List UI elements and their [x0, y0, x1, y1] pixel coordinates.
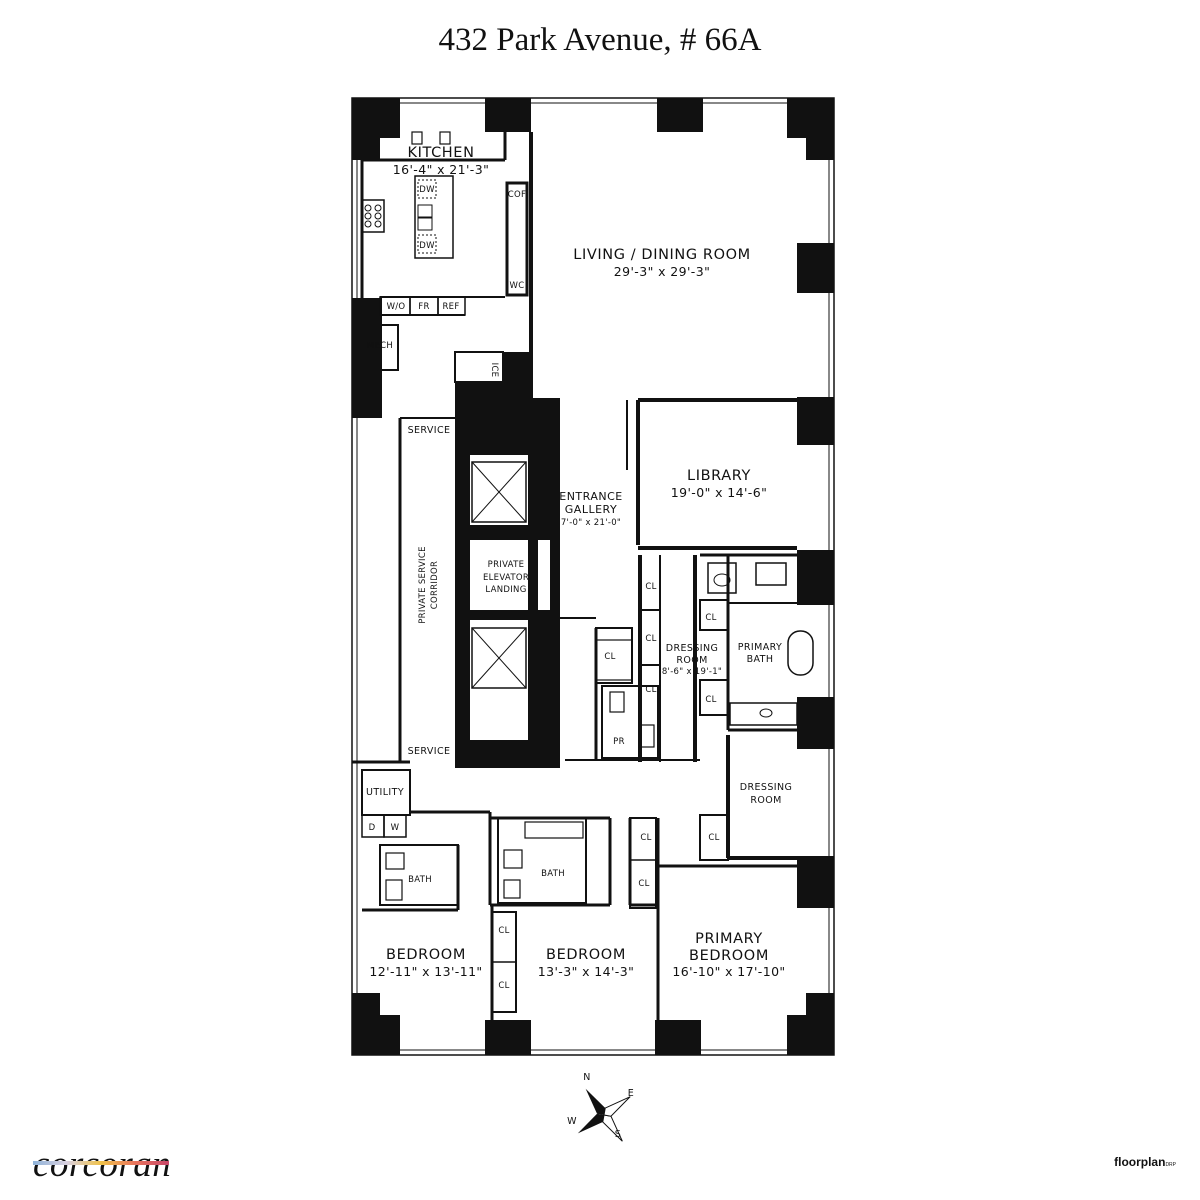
bedroom-1-dimensions: 12'-11" x 13'-11": [369, 964, 482, 979]
living-dining-label: LIVING / DINING ROOM: [573, 247, 750, 263]
powder-room-label: PR: [613, 737, 625, 747]
service-corridor-label-1: PRIVATE SERVICE: [418, 546, 428, 624]
ice-label: ICE: [489, 363, 499, 378]
washer-label: W: [391, 823, 400, 833]
living-dining-dimensions: 29'-3" x 29'-3": [614, 264, 710, 279]
brand-logo-underline: [33, 1161, 169, 1165]
primary-bedroom-label-1: PRIMARY: [695, 931, 763, 947]
primary-bedroom-dimensions: 16'-10" x 17'-10": [672, 964, 785, 979]
primary-bath-label-1: PRIMARY: [738, 642, 782, 653]
dishwasher-label: DW: [419, 241, 435, 251]
closet-label: CL: [498, 926, 509, 936]
closet-label: CL: [638, 879, 649, 889]
closet-label: CL: [645, 634, 656, 644]
closet-label: CL: [645, 685, 656, 695]
compass-south: S: [615, 1129, 621, 1140]
bedroom-1-label: BEDROOM: [386, 947, 466, 963]
closet-label: CL: [645, 582, 656, 592]
dressing-room-2-label-2: ROOM: [750, 795, 781, 806]
bedroom-2-dimensions: 13'-3" x 14'-3": [538, 964, 634, 979]
floorplan-credit: floorplanDRP: [1114, 1155, 1176, 1169]
entrance-gallery-label-2: GALLERY: [565, 503, 617, 516]
structural-columns: [352, 98, 834, 1055]
closet-label: CL: [708, 833, 719, 843]
compass-west: W: [567, 1116, 577, 1127]
dressing-room-2-label-1: DRESSING: [740, 782, 792, 793]
freezer-label: FR: [418, 302, 429, 312]
closet-label: CL: [604, 652, 615, 662]
closet-label: CL: [640, 833, 651, 843]
library-label: LIBRARY: [687, 468, 751, 484]
refrigerator-label: REF: [442, 302, 459, 312]
coffee-label: COF: [508, 190, 526, 200]
listing-title: 432 Park Avenue, # 66A: [438, 22, 762, 58]
utility-label: UTILITY: [366, 787, 404, 798]
compass-rose: [577, 1088, 631, 1142]
service-label-bottom: SERVICE: [408, 746, 451, 757]
kitchen-dimensions: 16'-4" x 21'-3": [393, 162, 489, 177]
closet-label: CL: [705, 695, 716, 705]
dishwasher-label: DW: [419, 185, 435, 195]
elevator-landing-label-1: PRIVATE: [488, 560, 525, 570]
entrance-gallery-label-1: ENTRANCE: [559, 490, 622, 503]
bath-1-label: BATH: [408, 875, 432, 885]
elevator-landing-label-2: ELEVATOR: [483, 573, 529, 583]
library-dimensions: 19'-0" x 14'-6": [671, 485, 767, 500]
bedroom-2-label: BEDROOM: [546, 947, 626, 963]
service-label-top: SERVICE: [408, 425, 451, 436]
dressing-room-dimensions: 8'-6" x 19'-1": [662, 667, 722, 677]
closet-label: CL: [498, 981, 509, 991]
compass-north: N: [583, 1072, 591, 1083]
entrance-gallery-dimensions: 7'-0" x 21'-0": [561, 518, 621, 528]
elevator-landing-label-3: LANDING: [485, 585, 526, 595]
primary-bath-label-2: BATH: [747, 654, 774, 665]
dryer-label: D: [369, 823, 376, 833]
primary-bedroom-label-2: BEDROOM: [689, 948, 769, 964]
service-corridor-label: PRIVATE SERVICE CORRIDOR: [418, 546, 440, 624]
elevator-core: [454, 181, 560, 768]
bath-2-label: BATH: [541, 869, 565, 879]
dressing-room-label-2: ROOM: [676, 655, 707, 666]
mech-label: MECH: [367, 341, 393, 351]
service-corridor-label-2: CORRIDOR: [430, 561, 440, 610]
floorplan-credit-suffix: DRP: [1165, 1162, 1176, 1168]
kitchen-fixtures: [361, 131, 507, 316]
compass-east: E: [628, 1088, 634, 1099]
kitchen-label: KITCHEN: [407, 145, 474, 161]
interior-walls: [352, 132, 814, 1020]
wine-oven-label: W/O: [387, 302, 406, 312]
floorplan-credit-text: floorplan: [1114, 1155, 1166, 1169]
wc-label: WC: [510, 281, 525, 291]
closet-label: CL: [705, 613, 716, 623]
dressing-room-label-1: DRESSING: [666, 643, 718, 654]
